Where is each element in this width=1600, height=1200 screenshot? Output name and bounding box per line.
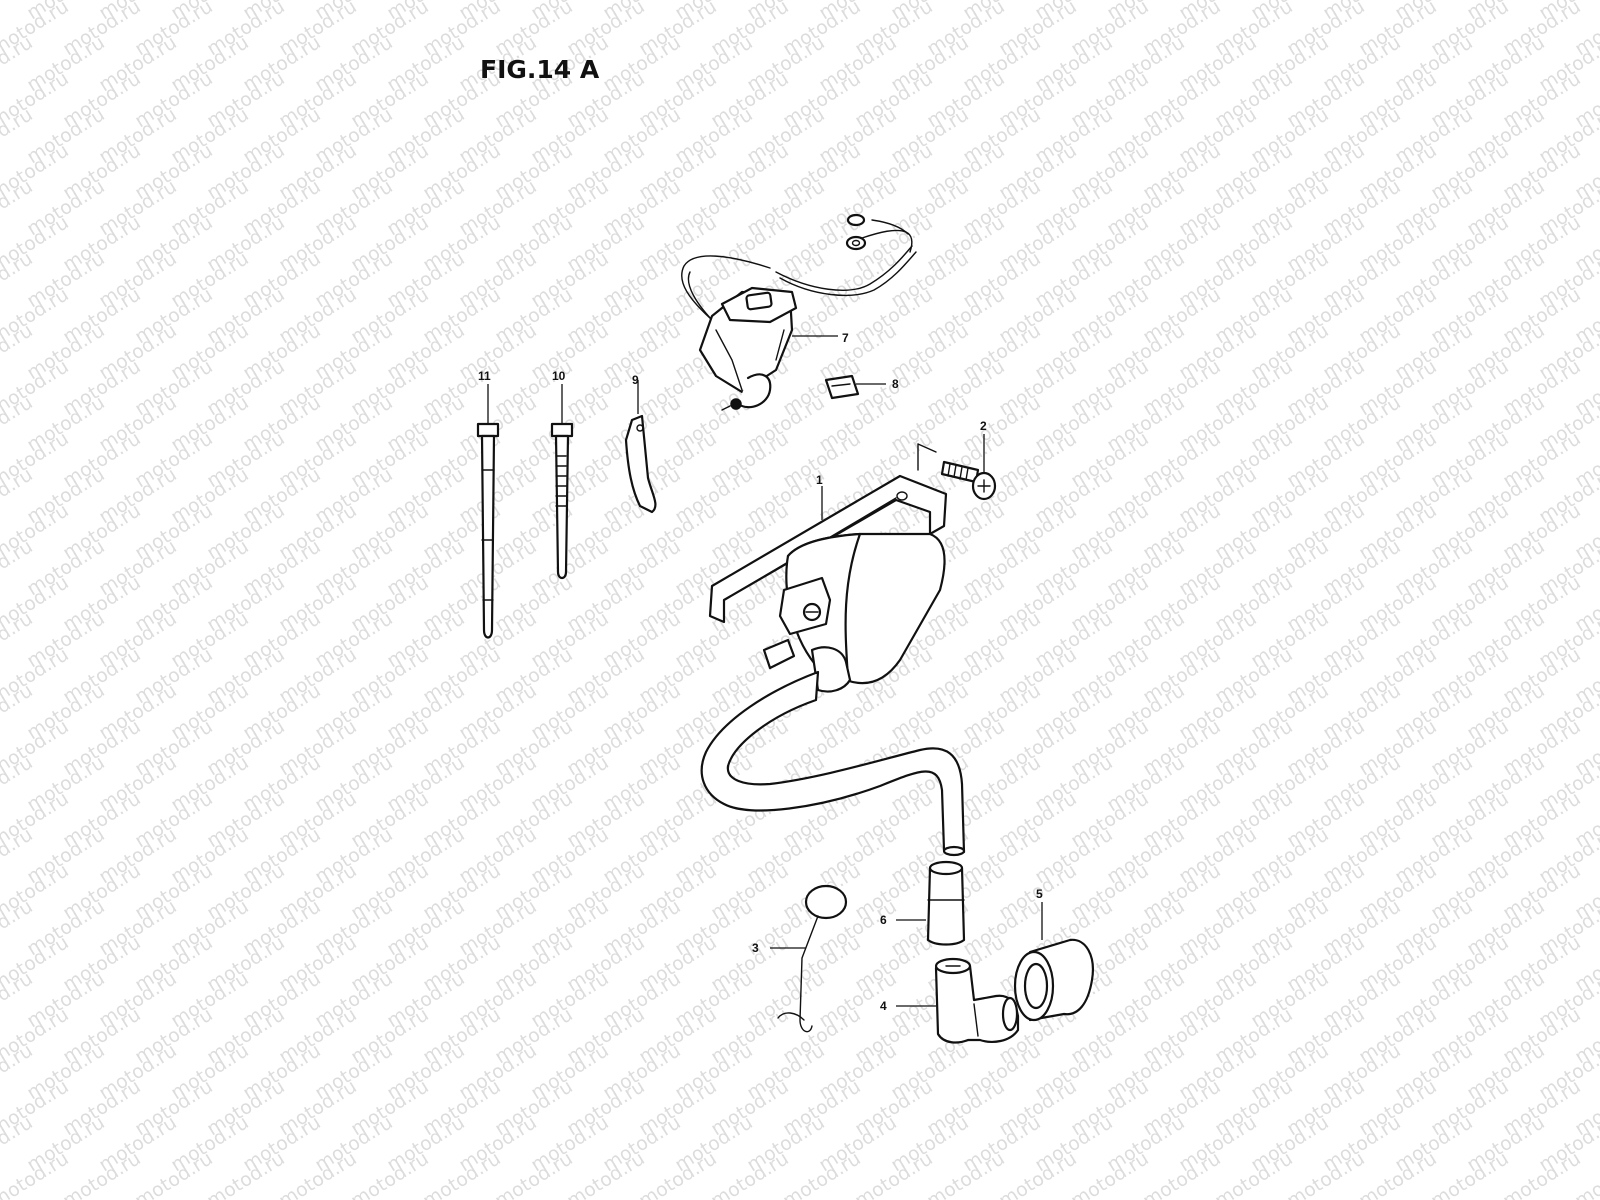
callout-5: 5 xyxy=(1036,887,1043,901)
callout-10: 10 xyxy=(552,369,566,383)
part-7-switch xyxy=(681,213,917,411)
callout-6: 6 xyxy=(880,913,887,927)
part-4-plug-cap xyxy=(896,957,1020,1044)
part-9-clamp xyxy=(624,380,657,514)
part-5-ring xyxy=(1013,902,1094,1022)
callout-3: 3 xyxy=(752,941,759,955)
part-1-ignition-coil xyxy=(700,474,966,857)
callout-11: 11 xyxy=(478,369,491,383)
part-3-spring-clip xyxy=(770,884,848,1033)
part-8-pad xyxy=(824,374,886,400)
callout-7: 7 xyxy=(842,331,849,345)
callout-2: 2 xyxy=(980,419,987,433)
figure-title: FIG.14 A xyxy=(480,55,600,84)
callout-1: 1 xyxy=(816,473,823,487)
callout-9: 9 xyxy=(632,373,639,387)
part-10-cable-tie xyxy=(550,384,574,580)
part-2-screw xyxy=(917,434,997,501)
callout-4: 4 xyxy=(880,999,887,1013)
callout-8: 8 xyxy=(892,377,899,391)
part-11-cable-tie xyxy=(476,384,500,639)
part-6-sleeve xyxy=(896,860,966,946)
